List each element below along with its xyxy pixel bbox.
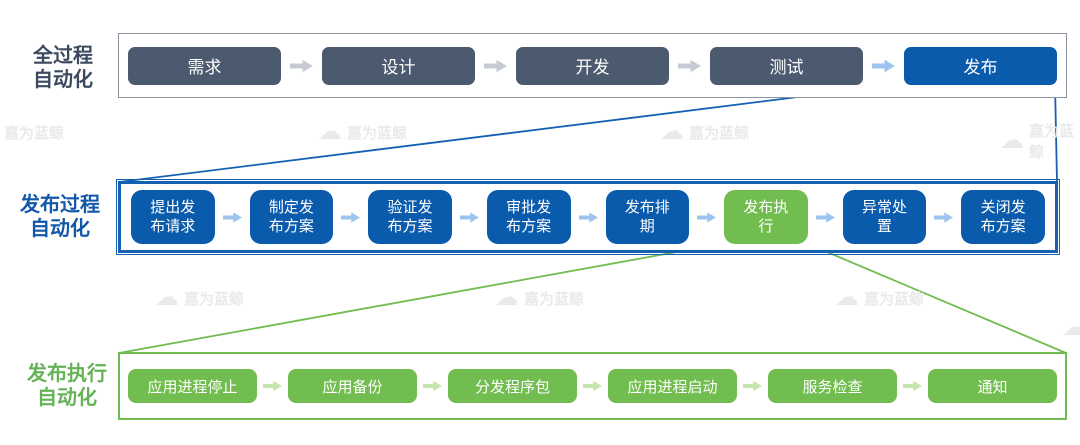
cloud-icon: ☁ [660,118,684,145]
step-testing: 测试 [710,46,863,85]
row-label-release-process-automation: 发布过程 自动化 [20,194,100,240]
arrow-right-icon [263,380,282,392]
arrow-right-icon [341,211,361,223]
step-requirements: 需求 [128,46,281,85]
cloud-icon: ☁ [835,284,859,311]
watermark: ☁ 嘉为蓝鲸 [660,120,749,144]
watermark: ☁嘉为蓝鲸 [1062,286,1080,370]
row-label-release-execution-automation: 发布执行 自动化 [27,363,107,409]
step-verify-release-plan: 验证发 布方案 [368,190,452,244]
cloud-icon: ☁ [318,118,342,145]
watermark-text: 嘉为蓝鲸 [347,124,408,142]
watermark: ☁嘉为蓝鲸 [0,120,64,144]
arrow-right-icon [459,211,479,223]
watermark-text: 嘉为蓝鲸 [184,290,245,308]
arrow-right-icon [697,211,717,223]
arrow-right-icon [903,380,922,392]
step-create-release-plan: 制定发 布方案 [249,190,334,244]
watermark-text: 嘉为蓝鲸 [864,290,925,308]
watermark-text: 嘉为蓝鲸 [524,290,585,308]
release-execution-container: 应用进程停止 应用备份 分发程序包 应用进程启动 服务检查 通知 [118,352,1067,420]
arrow-right-icon [815,211,835,223]
arrow-right-icon [578,211,598,223]
step-notification: 通知 [928,369,1057,403]
full-process-container: 需求 设计 开发 测试 发布 [118,33,1067,98]
step-design: 设计 [322,46,475,85]
watermark-text: 嘉为蓝鲸 [4,124,65,142]
step-development: 开发 [516,46,669,85]
arrow-right-icon [872,59,895,72]
cloud-icon: ☁ [495,284,519,311]
arrow-right-icon [934,211,954,223]
step-release-execution: 发布执 行 [724,190,808,244]
cloud-icon: ☁ [1000,127,1024,154]
arrow-right-icon [678,59,701,72]
step-stop-app-process: 应用进程停止 [128,369,257,403]
step-approve-release-plan: 审批发 布方案 [486,190,571,244]
step-app-backup: 应用备份 [288,369,417,403]
arrow-right-icon [290,59,313,72]
step-exception-handling: 异常处 置 [842,190,927,244]
arrow-right-icon [583,380,602,392]
step-start-app-process: 应用进程启动 [608,369,737,403]
watermark: ☁ 嘉为蓝鲸 [835,286,924,310]
arrow-right-icon [423,380,442,392]
cloud-icon: ☁ [1062,314,1080,341]
arrow-right-icon [743,380,762,392]
watermark-text: 嘉为蓝鲸 [689,124,750,142]
step-close-release-plan: 关闭发 布方案 [961,190,1045,244]
watermark-text: 嘉为蓝鲸 [1029,123,1075,161]
watermark: ☁嘉为蓝鲸 [1000,120,1080,162]
watermark: ☁ 嘉为蓝鲸 [155,286,244,310]
step-service-check: 服务检查 [768,369,897,403]
arrow-right-icon [222,211,242,223]
step-release: 发布 [904,46,1057,85]
arrow-right-icon [484,59,507,72]
watermark: ☁ 嘉为蓝鲸 [318,120,407,144]
watermark: ☁ 嘉为蓝鲸 [495,286,584,310]
step-distribute-package: 分发程序包 [448,369,577,403]
release-process-container: 提出发 布请求 制定发 布方案 验证发 布方案 审批发 布方案 发布排 期 发布… [116,179,1060,255]
row-label-full-process-automation: 全过程 自动化 [33,45,93,91]
step-release-scheduling: 发布排 期 [605,190,690,244]
step-submit-release-request: 提出发 布请求 [131,190,215,244]
cloud-icon: ☁ [155,284,179,311]
